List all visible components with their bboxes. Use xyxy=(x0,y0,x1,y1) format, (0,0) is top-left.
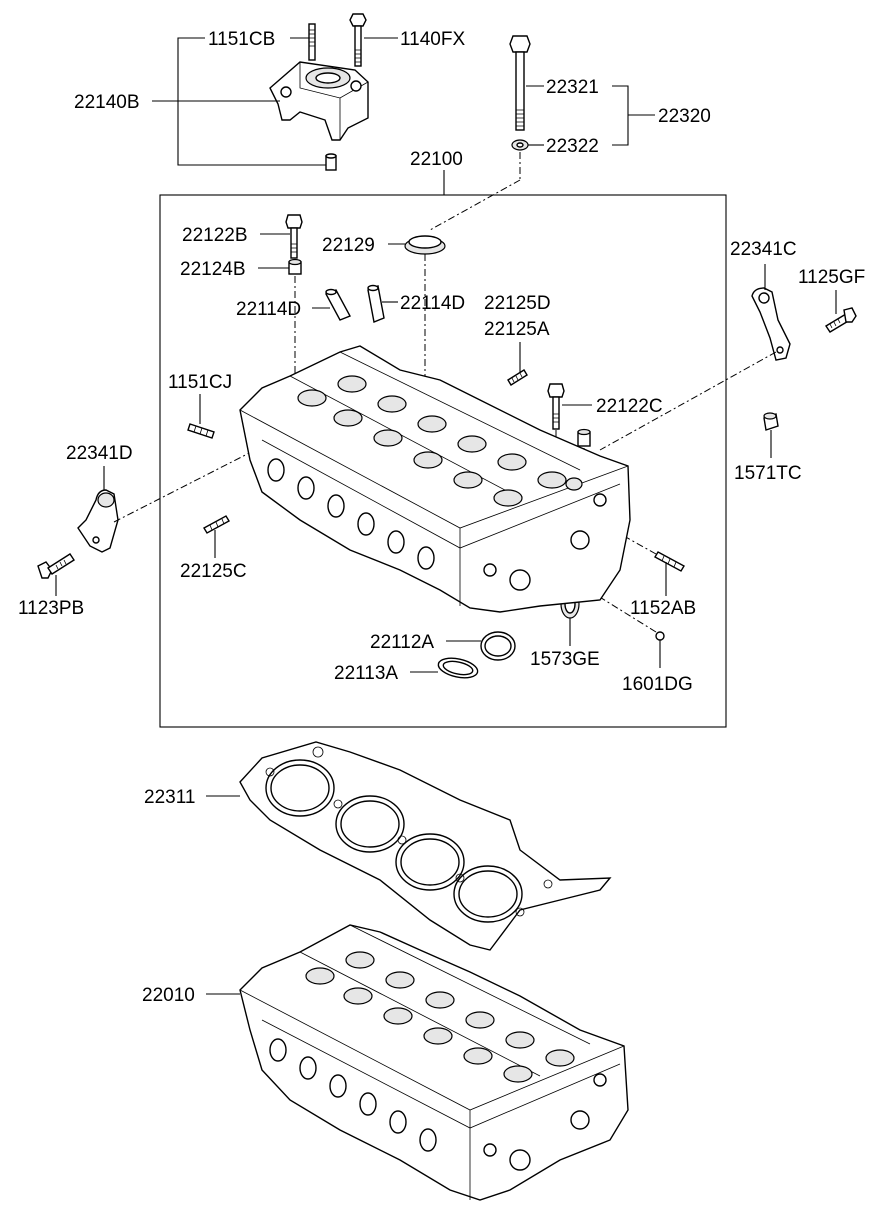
part-22113A-gasket xyxy=(437,657,479,679)
part-22129-plug xyxy=(404,235,446,255)
part-cylinder-head-assembly xyxy=(239,345,631,613)
part-22125A-stud xyxy=(507,369,528,386)
part-22010-cylinder-head xyxy=(239,924,629,1201)
label-1151CB: 1151CB xyxy=(208,29,275,50)
label-22140B: 22140B xyxy=(74,92,140,113)
part-22322-washer xyxy=(511,139,529,151)
label-1140FX: 1140FX xyxy=(400,29,465,50)
bracket-22320 xyxy=(612,85,655,146)
label-22122B: 22122B xyxy=(182,225,248,246)
part-1571TC-cap xyxy=(763,412,779,431)
dash-22322-b xyxy=(429,179,521,231)
part-1151CJ-stud xyxy=(187,423,215,439)
label-1573GE: 1573GE xyxy=(530,649,600,670)
label-22125A: 22125A xyxy=(484,319,550,340)
label-22322: 22322 xyxy=(546,136,599,157)
assembly-frame xyxy=(159,194,727,728)
part-22114D-guide-b xyxy=(367,284,385,323)
label-22114D-a: 22114D xyxy=(236,299,301,320)
part-1140FX-bolt xyxy=(349,13,367,67)
part-22321-bolt xyxy=(509,35,531,131)
part-22124B-cap xyxy=(288,258,302,275)
label-22100: 22100 xyxy=(410,149,463,170)
part-22125C-stud xyxy=(203,515,230,534)
label-22311: 22311 xyxy=(144,787,195,808)
part-1123PB-bolt xyxy=(37,553,75,579)
part-1152AB-stud xyxy=(654,551,685,572)
part-22112A-oring xyxy=(480,631,516,661)
part-22114D-guide-a xyxy=(325,288,351,321)
dash-22341C xyxy=(599,351,777,451)
label-22320: 22320 xyxy=(658,106,711,127)
label-22112A: 22112A xyxy=(370,632,434,653)
label-1151CJ: 1151CJ xyxy=(168,372,232,393)
label-22341C: 22341C xyxy=(730,239,797,260)
label-22124B: 22124B xyxy=(180,259,246,280)
part-22341D-bracket xyxy=(77,489,119,553)
label-22129: 22129 xyxy=(322,235,375,256)
label-22321: 22321 xyxy=(546,77,599,98)
part-22122C-cap xyxy=(577,428,591,447)
dash-22341D xyxy=(113,444,266,523)
dash-1152AB xyxy=(621,534,657,555)
part-dowel-22140B xyxy=(325,153,337,171)
part-22341C-bracket xyxy=(751,287,791,361)
label-1601DG: 1601DG xyxy=(622,674,693,695)
label-22125C: 22125C xyxy=(180,561,247,582)
label-22010: 22010 xyxy=(142,985,195,1006)
part-1125GF-bolt xyxy=(825,307,857,333)
part-22122C-bolt xyxy=(547,383,565,430)
label-22114D-b: 22114D xyxy=(400,293,465,314)
label-22122C: 22122C xyxy=(596,396,663,417)
label-1571TC: 1571TC xyxy=(734,463,802,484)
label-1152AB: 1152AB xyxy=(630,598,696,619)
part-22311-head-gasket xyxy=(239,741,612,951)
label-1123PB: 1123PB xyxy=(18,598,84,619)
label-22113A: 22113A xyxy=(334,663,398,684)
label-1125GF: 1125GF xyxy=(798,267,865,288)
part-22140B-housing xyxy=(269,61,369,141)
label-22341D: 22341D xyxy=(66,443,133,464)
part-1151CB-stud xyxy=(308,23,316,61)
label-22125D: 22125D xyxy=(484,293,551,314)
part-1601DG-plug xyxy=(655,631,665,641)
part-22122B-bolt xyxy=(285,214,303,259)
